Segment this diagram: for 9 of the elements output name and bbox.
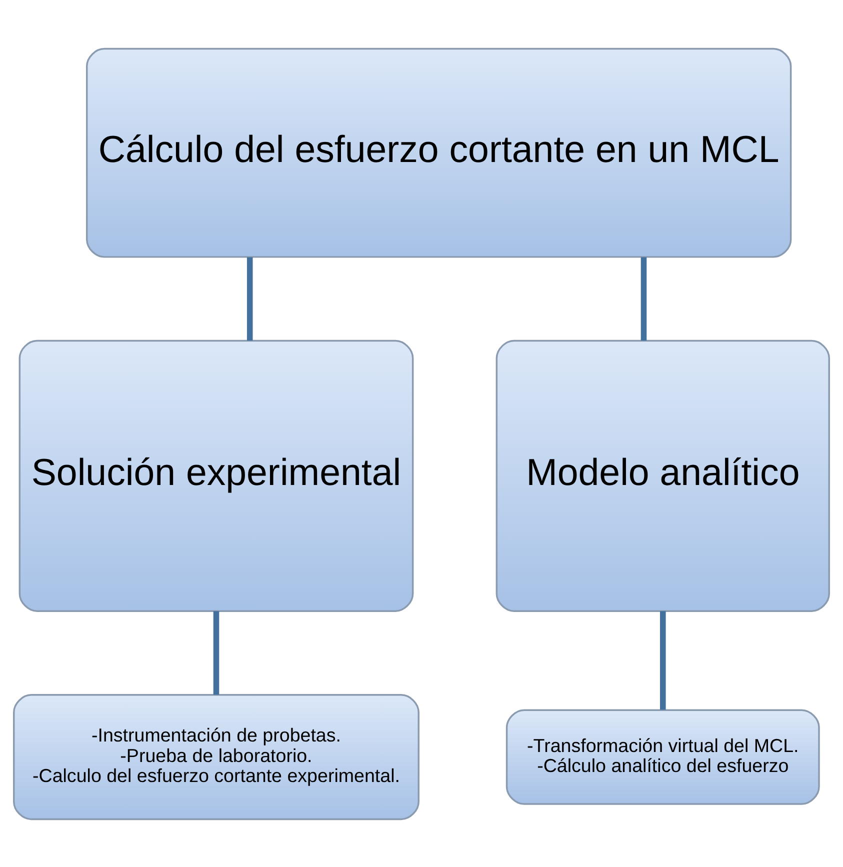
- node-box: Cálculo del esfuerzo cortante en un MCL: [86, 47, 792, 258]
- node-box: Modelo analítico: [496, 339, 830, 612]
- connector: [640, 256, 647, 340]
- node-box: -Instrumentación de probetas. -Prueba de laboratorio. -Calculo del esfuerzo cortante experimental.: [13, 694, 420, 820]
- node-box: Solución experimental: [18, 339, 414, 612]
- connector: [660, 610, 666, 710]
- node-box: -Transformación virtual del MCL. -Cálculo analítico del esfuerzo: [506, 708, 820, 804]
- connector: [246, 256, 253, 340]
- connector: [213, 610, 220, 694]
